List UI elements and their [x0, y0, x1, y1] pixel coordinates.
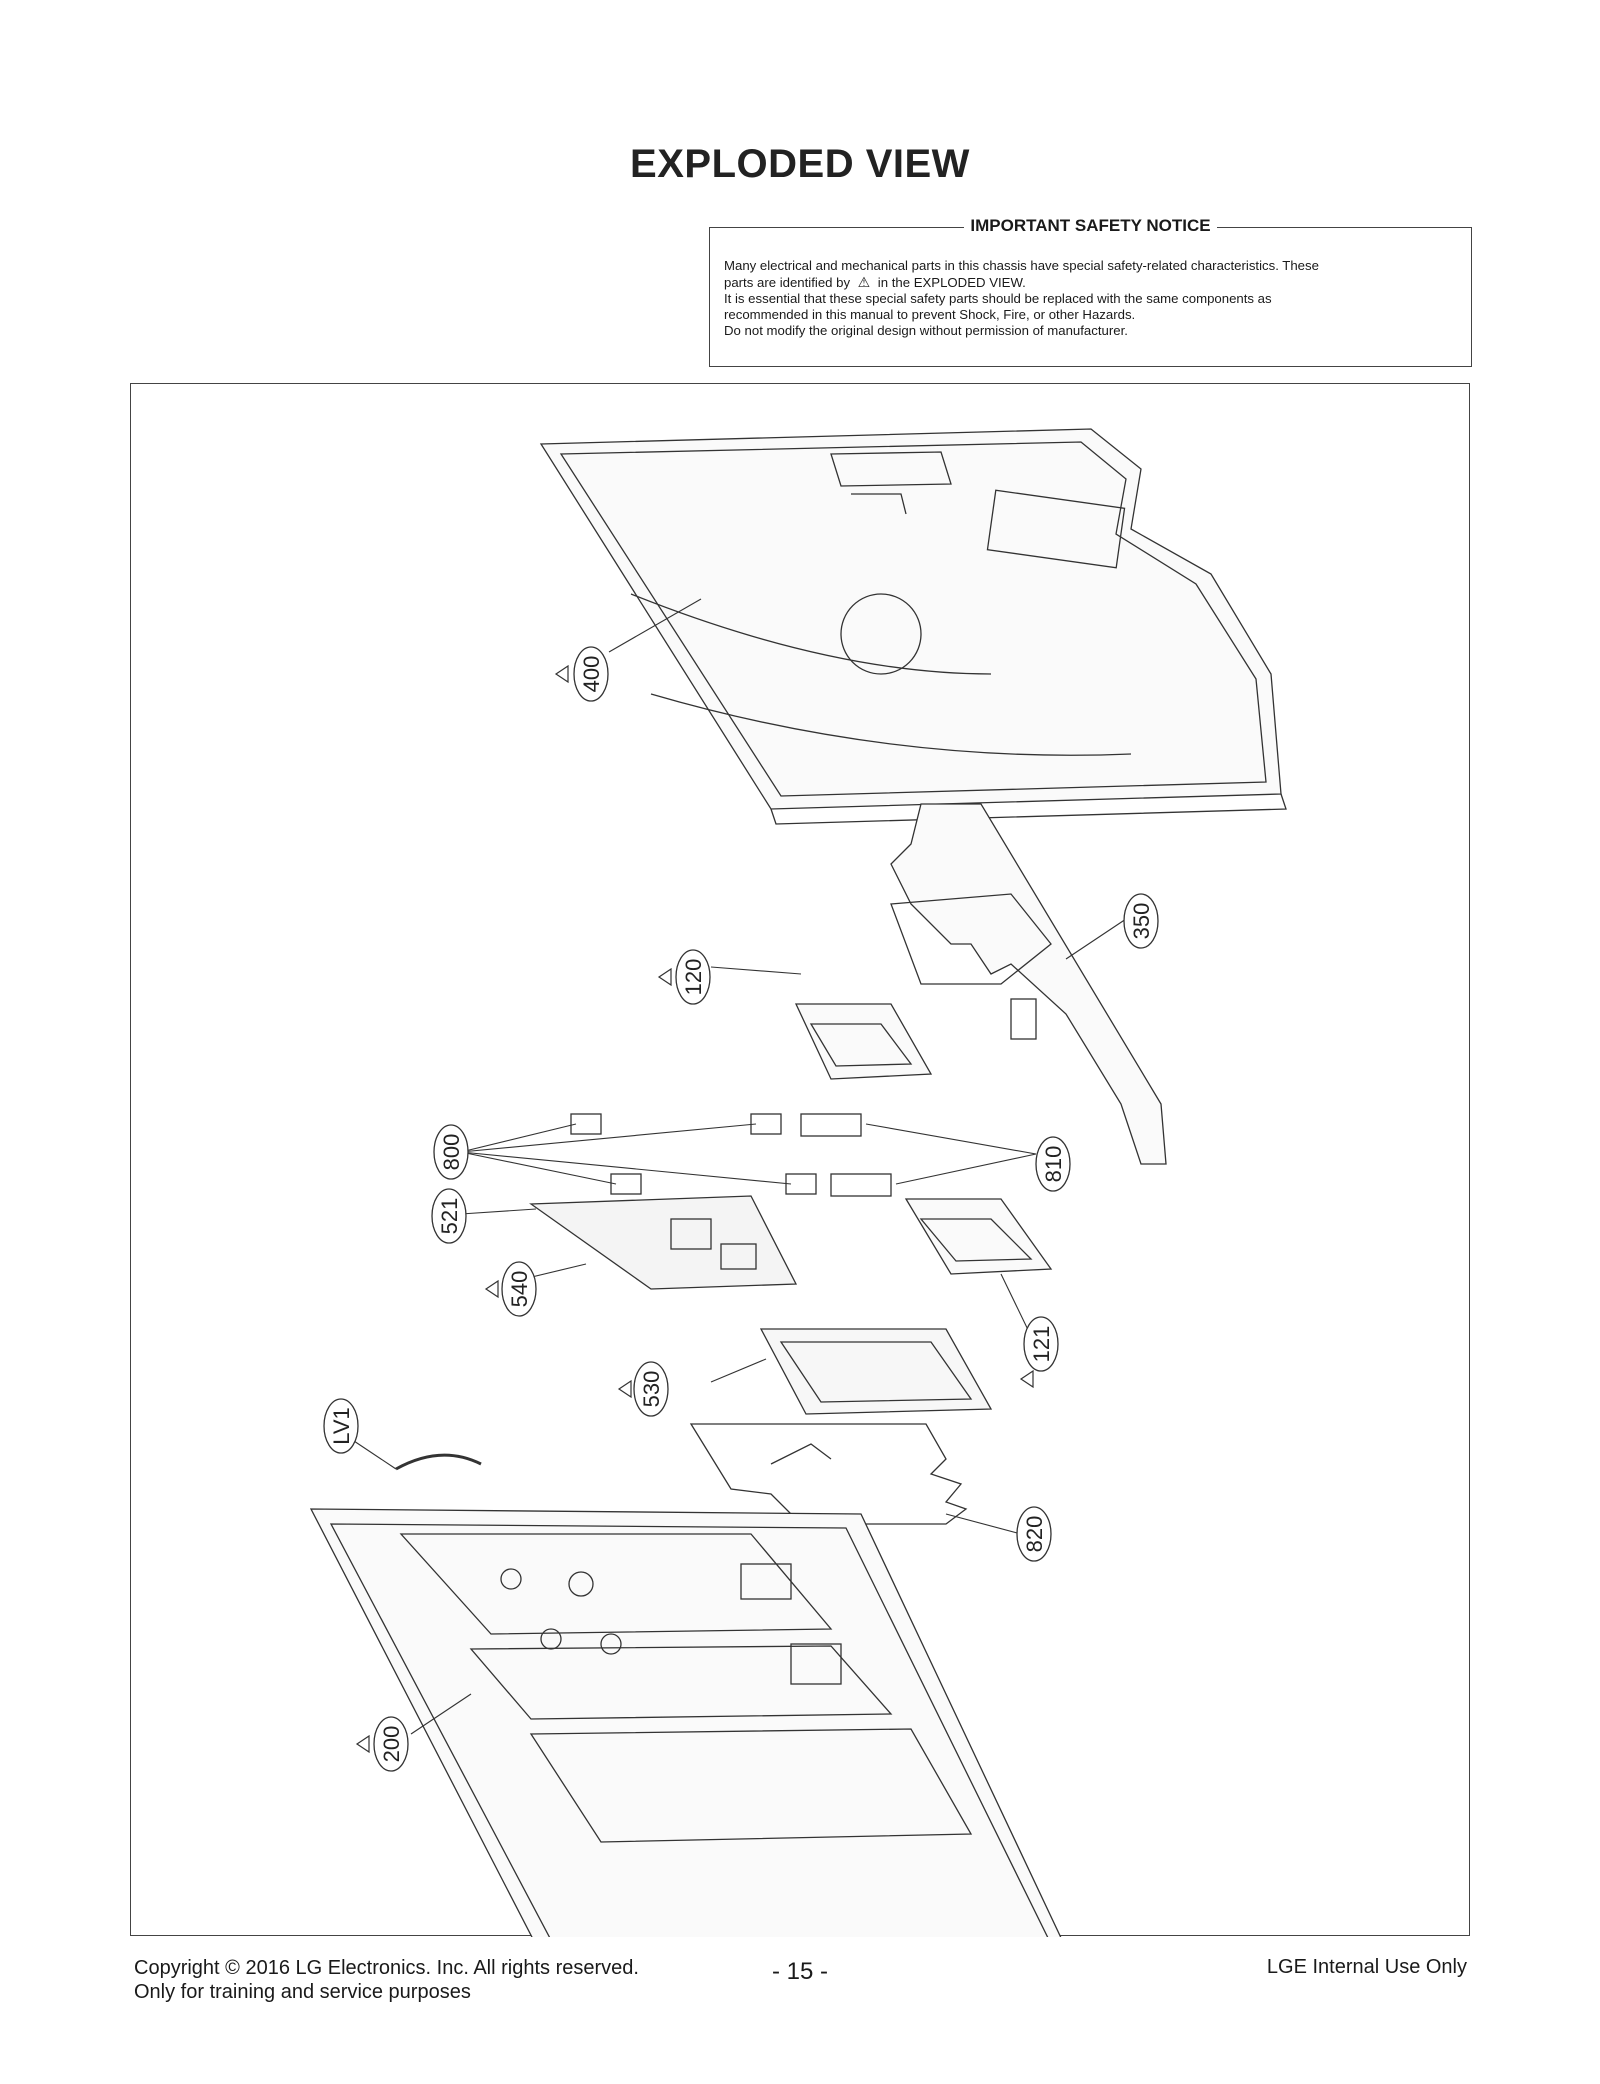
- exploded-view-diagram: 400 350 120 800 810 521 540 121 530 LV1 …: [130, 383, 1470, 1937]
- callout-820: 820: [1022, 1516, 1047, 1553]
- safety-notice-heading: IMPORTANT SAFETY NOTICE: [964, 216, 1217, 235]
- callout-lv1: LV1: [329, 1407, 354, 1445]
- callout-120: 120: [681, 959, 706, 996]
- safety-triangle-icon: [484, 1279, 499, 1299]
- callout-810: 810: [1041, 1146, 1066, 1183]
- notice-line-4: recommended in this manual to prevent Sh…: [724, 307, 1136, 322]
- insulator-sheet-part: [689, 1423, 968, 1525]
- rear-cover-part: [539, 428, 1287, 825]
- safety-notice-body: Many electrical and mechanical parts in …: [724, 258, 1457, 339]
- main-board-part: [529, 1195, 798, 1290]
- leader-lines: [350, 598, 1127, 1735]
- notice-line-2b: in the EXPLODED VIEW.: [877, 275, 1026, 290]
- callout-800: 800: [439, 1134, 464, 1171]
- safety-triangle-icon: [355, 1734, 370, 1754]
- callout-530: 530: [639, 1371, 664, 1408]
- copyright-text: Copyright © 2016 LG Electronics. Inc. Al…: [134, 1957, 639, 1979]
- callout-200: 200: [379, 1726, 404, 1763]
- exploded-view-drawing: 400 350 120 800 810 521 540 121 530 LV1 …: [309, 428, 1287, 1937]
- footer-left: Copyright © 2016 LG Electronics. Inc. Al…: [134, 1956, 639, 2004]
- warning-triangle-icon: ⚠: [853, 274, 875, 290]
- page-number: - 15 -: [771, 1958, 828, 1985]
- bracket-part: [890, 803, 1167, 1165]
- lcd-panel-part: [309, 1508, 1062, 1937]
- callout-ovals: [323, 646, 1159, 1772]
- bracket-120-part: [794, 1003, 933, 1080]
- callout-540: 540: [507, 1271, 532, 1308]
- notice-line-3: It is essential that these special safet…: [724, 291, 1272, 306]
- safety-triangle-icon: [554, 664, 569, 684]
- safety-triangle-icon: [617, 1379, 632, 1399]
- notice-line-1: Many electrical and mechanical parts in …: [724, 258, 1319, 273]
- safety-triangle-icon: [1019, 1369, 1034, 1389]
- page-title: EXPLODED VIEW: [630, 142, 970, 186]
- notice-line-2a: parts are identified by: [724, 275, 851, 290]
- safety-notice-box: IMPORTANT SAFETY NOTICE Many electrical …: [709, 216, 1472, 367]
- training-text: Only for training and service purposes: [134, 1981, 471, 2003]
- callout-521: 521: [437, 1198, 462, 1235]
- lv1-cable: [395, 1453, 482, 1471]
- callout-121: 121: [1029, 1326, 1054, 1363]
- bracket-121-part: [904, 1198, 1053, 1275]
- callout-400: 400: [579, 656, 604, 693]
- callout-350: 350: [1129, 903, 1154, 940]
- power-board-part: [759, 1328, 993, 1415]
- notice-line-5: Do not modify the original design withou…: [724, 323, 1128, 338]
- internal-use-text: LGE Internal Use Only: [1266, 1956, 1467, 1978]
- safety-triangle-icon: [657, 967, 672, 987]
